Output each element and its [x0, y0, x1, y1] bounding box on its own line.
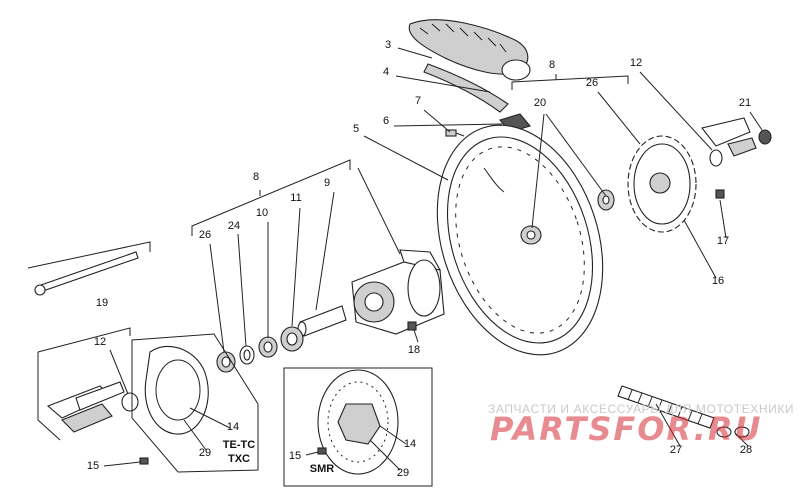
- screw-7: [445, 129, 465, 137]
- axle: [34, 251, 139, 296]
- spacer-12-left: [121, 392, 139, 412]
- variant-label-v2: TXC: [228, 453, 250, 465]
- callout-c26b: 26: [199, 229, 211, 241]
- tire: [408, 19, 531, 81]
- callout-c20: 20: [534, 97, 546, 109]
- callout-c8a: 8: [549, 59, 555, 71]
- callout-c12b: 12: [94, 336, 106, 348]
- nut-21: [758, 129, 772, 145]
- seal-24: [239, 345, 255, 365]
- hub: [351, 249, 445, 335]
- smr-box: [283, 367, 433, 487]
- callout-c11: 11: [290, 192, 301, 204]
- left-frame: [37, 327, 131, 353]
- callout-c27: 27: [670, 444, 682, 456]
- callout-c14b: 14: [404, 438, 416, 450]
- variant-label-v1: TE-TC: [223, 439, 255, 451]
- bolt-18: [407, 321, 417, 331]
- callout-c8b: 8: [253, 171, 259, 183]
- bolt-15-left: [139, 457, 149, 465]
- spacer-12-right: [709, 149, 723, 167]
- callout-c4: 4: [383, 66, 389, 78]
- callout-c5: 5: [353, 123, 359, 135]
- callout-c26a: 26: [586, 77, 598, 89]
- sprocket: [627, 135, 697, 233]
- group-bracket-right: [511, 74, 629, 90]
- axle-frame: [27, 241, 151, 269]
- callout-c12a: 12: [630, 57, 642, 69]
- variant-label-v3: SMR: [310, 463, 335, 475]
- bearing-10: [258, 336, 278, 358]
- variant-labels: TE-TC TXC SMR: [223, 439, 334, 475]
- callout-c15b: 15: [289, 450, 301, 462]
- bearing-20: [520, 225, 542, 245]
- callout-c7: 7: [415, 95, 421, 107]
- group-bracket-left: [191, 159, 351, 236]
- right-chain-adjuster: [701, 117, 757, 157]
- callout-c16: 16: [712, 275, 724, 287]
- te-tc-box: [131, 333, 259, 473]
- watermark-logo: PARTSFOR.RU: [490, 410, 763, 448]
- callout-c17: 17: [717, 235, 729, 247]
- callout-labels: 3 4 8 12 26 20 21 7 6 5 8 9 11 10 24 26 17 16 19 18 12 14 14 29…: [87, 39, 752, 479]
- callout-c18: 18: [408, 344, 420, 356]
- brake-disc-te-tc: [144, 345, 209, 435]
- watermark-tagline: ЗАПЧАСТИ И АКСЕССУАРЫ ДЛЯ МОТОТЕХНИКИ: [488, 402, 795, 416]
- seal-26-right: [597, 189, 615, 211]
- callout-c28: 28: [740, 444, 752, 456]
- bolt-15-right: [317, 447, 327, 455]
- callout-c29a: 29: [199, 447, 211, 459]
- callout-c14a: 14: [227, 421, 239, 433]
- callout-c15a: 15: [87, 460, 99, 472]
- seal-26: [216, 351, 236, 373]
- left-chain-adjuster: [37, 352, 125, 441]
- callout-c24: 24: [228, 220, 240, 232]
- callout-c3: 3: [385, 39, 391, 51]
- bearing-11: [280, 326, 304, 352]
- callout-c29b: 29: [397, 467, 409, 479]
- callout-c9: 9: [324, 177, 330, 189]
- callout-c6: 6: [383, 115, 389, 127]
- master-link: [716, 426, 750, 438]
- leader-lines: [103, 47, 763, 471]
- callout-c21: 21: [739, 97, 751, 109]
- spacer-tube: [297, 305, 347, 337]
- valve: [483, 167, 505, 193]
- callout-c19: 19: [96, 297, 108, 309]
- brake-disc-smr: [317, 369, 399, 475]
- callout-c10: 10: [256, 207, 268, 219]
- chain: [617, 385, 715, 429]
- rim: [436, 124, 604, 356]
- bolt-17: [715, 189, 725, 199]
